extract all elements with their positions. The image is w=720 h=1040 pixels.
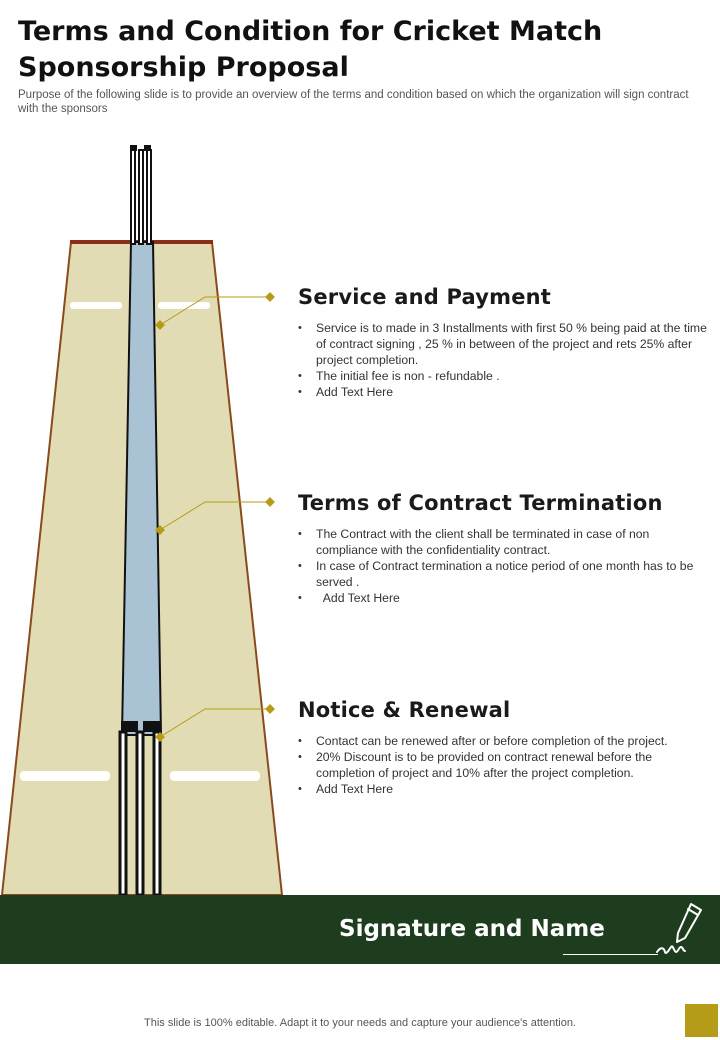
signature-line — [563, 954, 658, 955]
bullet-list: The Contract with the client shall be te… — [298, 526, 708, 606]
signature-label: Signature and Name — [339, 916, 605, 942]
list-item: The initial fee is non - refundable . — [298, 368, 708, 384]
list-item: In case of Contract termination a notice… — [298, 558, 708, 590]
list-item: 20% Discount is to be provided on contra… — [298, 749, 708, 781]
list-item: Contact can be renewed after or before c… — [298, 733, 708, 749]
bullet-list: Contact can be renewed after or before c… — [298, 733, 708, 797]
connector-termination — [155, 497, 275, 535]
list-item: The Contract with the client shall be te… — [298, 526, 708, 558]
section-contract-termination: Terms of Contract Termination The Contra… — [298, 490, 708, 606]
section-title: Service and Payment — [298, 285, 552, 309]
accent-square — [685, 1004, 718, 1037]
signature-bar — [0, 895, 720, 964]
page-title: Terms and Condition for Cricket Match Sp… — [18, 16, 603, 83]
bottom-stumps-icon — [118, 721, 162, 897]
footer-note: This slide is 100% editable. Adapt it to… — [144, 1017, 576, 1029]
connector-service — [155, 292, 275, 330]
bullet-list: Service is to made in 3 Installments wit… — [298, 320, 708, 400]
section-title: Notice & Renewal — [298, 698, 511, 722]
crease-line-top-left — [70, 302, 122, 309]
top-stumps-icon — [130, 145, 152, 245]
list-item: Add Text Here — [298, 590, 708, 606]
list-item: Add Text Here — [298, 781, 708, 797]
pen-signature-icon — [656, 903, 702, 954]
connector-renewal — [155, 704, 275, 742]
section-notice-renewal: Notice & Renewal Contact can be renewed … — [298, 697, 708, 797]
list-item: Service is to made in 3 Installments wit… — [298, 320, 708, 368]
crease-line-bottom-left — [20, 771, 110, 781]
crease-line-bottom-right — [170, 771, 260, 781]
crease-line-top-right — [158, 302, 210, 309]
list-item: Add Text Here — [298, 384, 708, 400]
page-subtitle: Purpose of the following slide is to pro… — [18, 89, 689, 115]
section-title: Terms of Contract Termination — [298, 491, 663, 515]
section-service-payment: Service and Payment Service is to made i… — [298, 284, 708, 400]
